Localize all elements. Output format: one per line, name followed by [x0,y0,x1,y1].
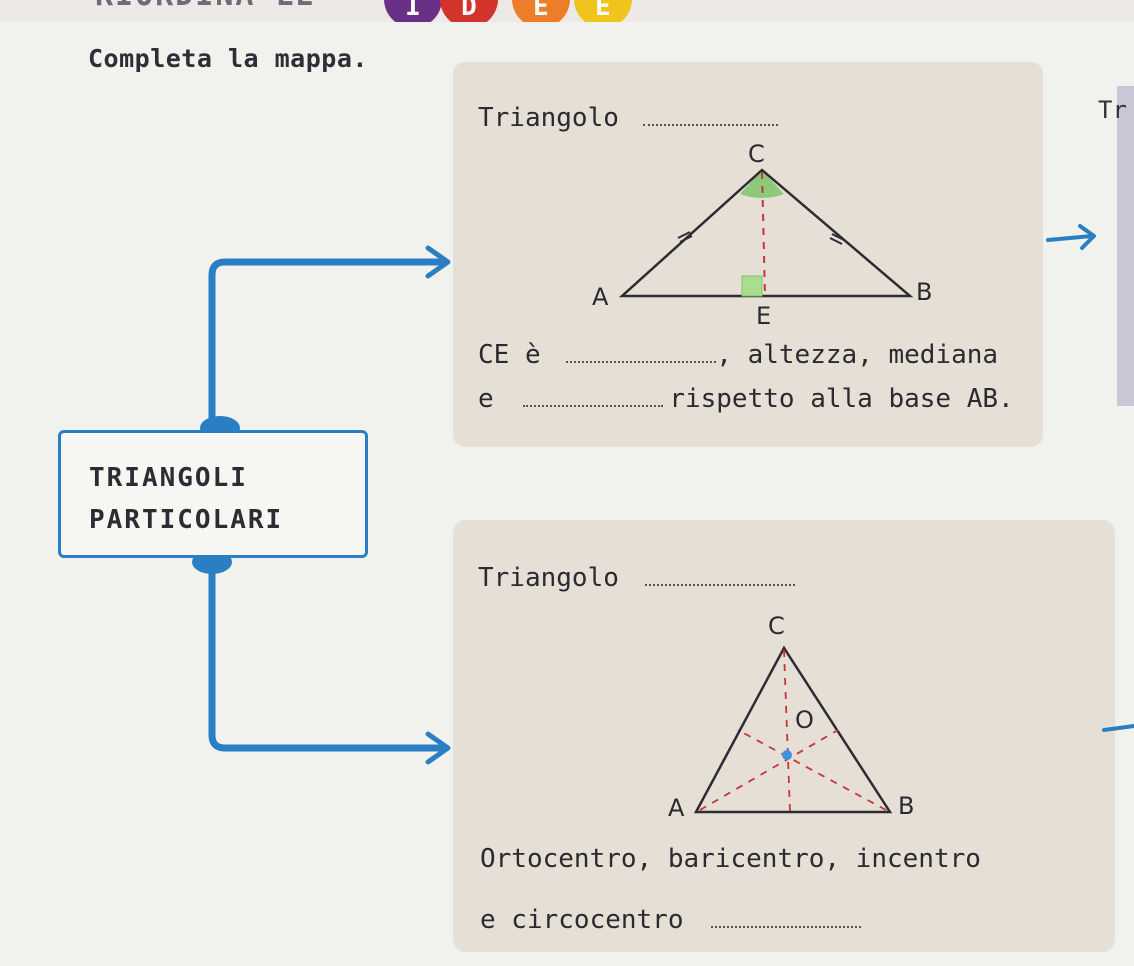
instruction-text: Completa la mappa. [88,44,368,73]
isosceles-triangle [618,168,914,298]
card-top-title-text: Triangolo [478,103,619,133]
vertex-b-top: B [916,278,933,306]
center-dot [782,750,792,760]
vertex-a-bottom: A [668,794,685,822]
sentence-1-end: , altezza, mediana [716,340,999,370]
median-a [699,729,839,811]
triangle-abc-bottom [693,645,893,814]
triangle-abc [618,168,914,298]
header-circle-4: E [574,0,632,22]
height-ce [761,171,766,297]
connector-bottom [208,552,444,752]
side-arrow-bottom [1102,724,1134,732]
side-arrow-top-head [1078,224,1096,250]
sentence-2-blank[interactable] [523,399,664,407]
connector-top-arrow [425,245,451,279]
vertex-e-top: E [756,302,772,330]
vertex-b-bottom: B [898,792,915,820]
card-bottom-line-2-text: e circocentro [480,905,684,935]
card-top-title-blank[interactable] [642,118,778,126]
connector-top [208,258,444,436]
card-bottom-line-2: e circocentro [480,905,862,935]
vertex-o-bottom: O [795,706,814,734]
median-c [783,649,791,813]
vertex-a-top: A [592,283,609,311]
header-title: RIORDINA LE [95,0,316,13]
vertex-c-bottom: C [768,612,785,640]
tick-left [677,231,691,239]
vertex-c-top: C [748,140,765,168]
sentence-1-start: CE è [478,340,541,370]
card-top [453,62,1043,447]
sentence-1-blank[interactable] [566,355,717,363]
main-line-1: TRIANGOLI [89,463,248,493]
card-top-title: Triangolo [478,103,778,133]
header-circle-1: I [384,0,442,22]
equilateral-triangle [693,645,893,814]
card-bottom-title-text: Triangolo [478,563,619,593]
card-bottom [453,520,1115,952]
sentence-2-start: e [478,384,494,414]
header-circle-3: E [512,0,570,22]
tick-right [831,233,845,241]
triangoli-particolari-box: TRIANGOLI PARTICOLARI [58,430,368,558]
side-card-text: Tr [1098,96,1127,124]
main-line-2: PARTICOLARI [89,505,284,535]
side-arrow-top [1046,234,1094,242]
header-circle-2: D [440,0,498,22]
sentence-2-end: rispetto alla base AB. [669,384,1014,414]
card-bottom-title: Triangolo [478,563,795,593]
card-top-sentence-1: CE è , altezza, mediana [478,340,998,370]
card-top-sentence-2: e rispetto alla base AB. [478,384,1014,414]
triangle-angle-c [740,170,784,198]
tick-right-2 [829,237,843,245]
card-bottom-line-2-blank[interactable] [711,920,862,928]
side-card [1117,86,1134,406]
card-bottom-line-1: Ortocentro, baricentro, incentro [480,844,981,874]
card-bottom-title-blank[interactable] [644,578,795,586]
header-band: RIORDINA LE I D E E [0,0,1134,22]
right-angle-mark [741,275,763,297]
median-b [737,729,887,811]
tick-left-2 [679,235,693,243]
connector-bottom-arrow [425,731,451,765]
